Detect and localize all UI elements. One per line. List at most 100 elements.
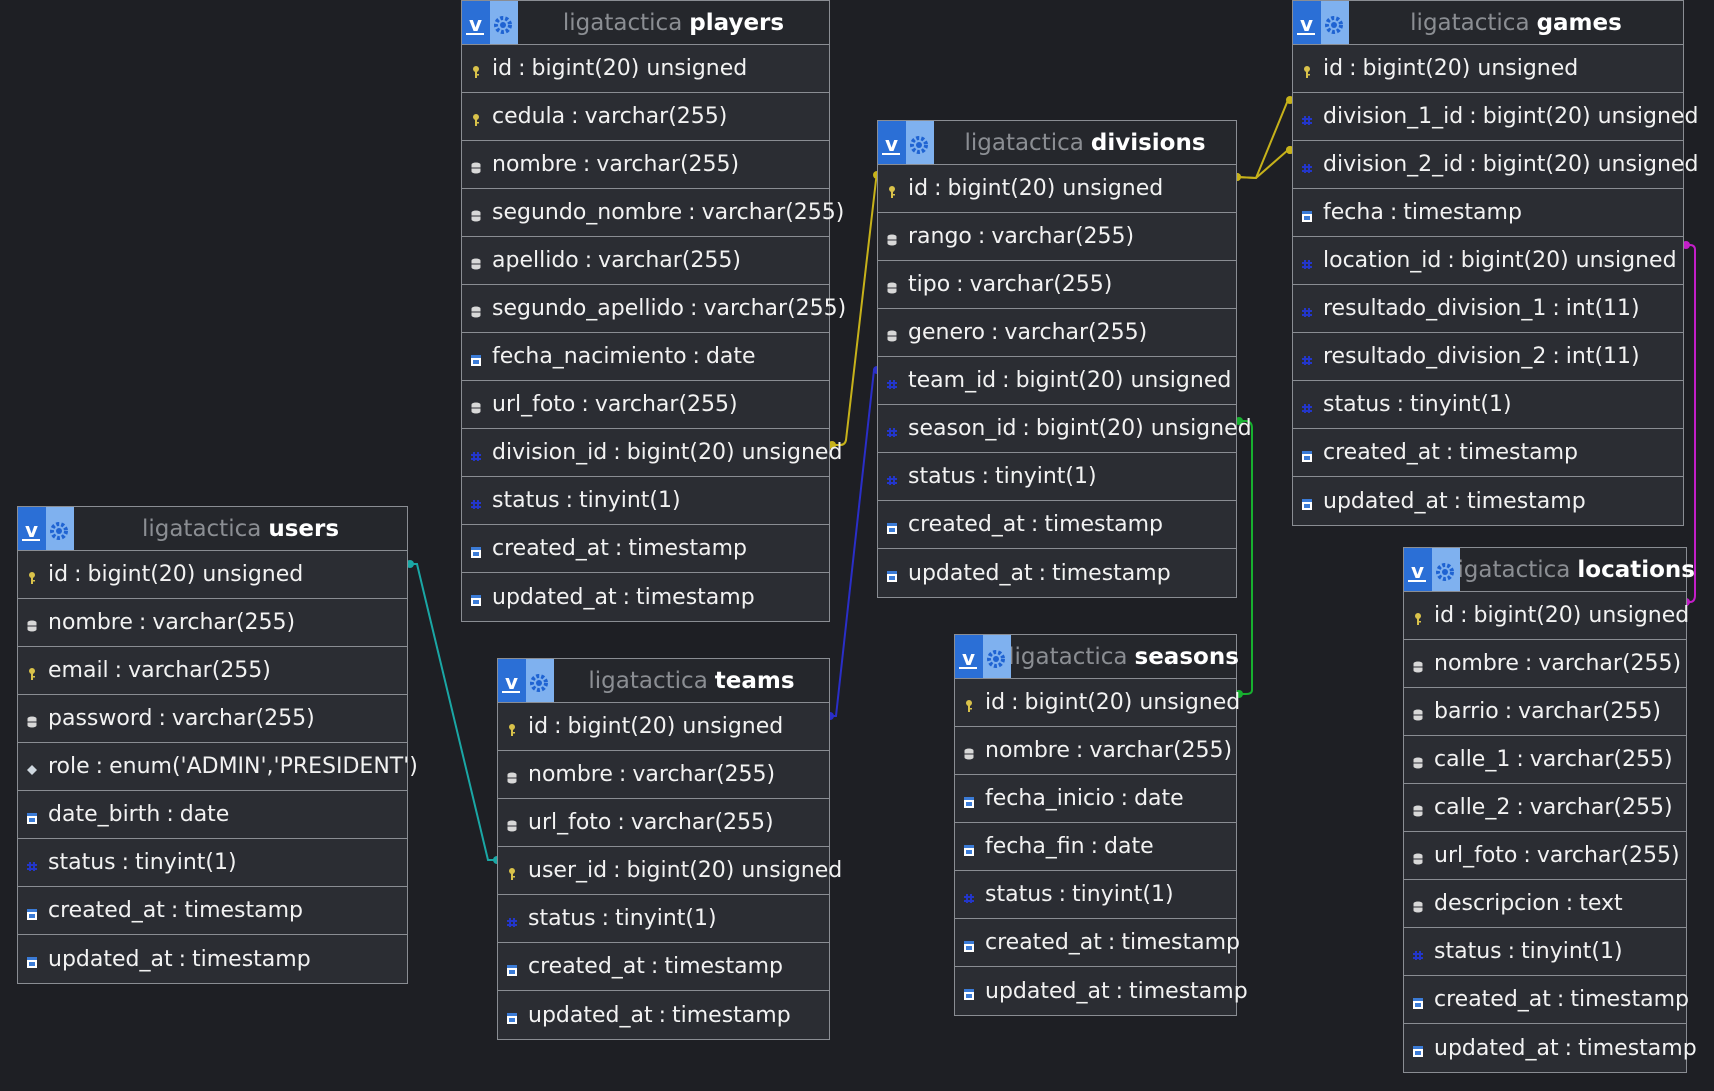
field-row[interactable]: segundo_nombre:varchar(255) bbox=[462, 189, 844, 237]
date-icon bbox=[1302, 499, 1312, 510]
field-row[interactable]: id:bigint(20) unsigned bbox=[18, 551, 407, 599]
field-separator: : bbox=[991, 320, 999, 345]
field-row[interactable]: nombre:varchar(255) bbox=[1404, 640, 1686, 688]
field-row[interactable]: resultado_division_1:int(11) bbox=[1293, 285, 1683, 333]
field-row[interactable]: tipo:varchar(255) bbox=[878, 261, 1236, 309]
field-row[interactable]: calle_2:varchar(255) bbox=[1404, 784, 1686, 832]
field-row[interactable]: password:varchar(255) bbox=[18, 695, 407, 743]
field-row[interactable]: fecha:timestamp bbox=[1293, 189, 1683, 237]
table-name: seasons bbox=[1134, 643, 1239, 670]
field-row[interactable]: id:bigint(20) unsigned bbox=[462, 45, 829, 93]
field-row[interactable]: id:bigint(20) unsigned bbox=[955, 679, 1240, 727]
field-separator: : bbox=[138, 610, 147, 635]
field-name: created_at bbox=[48, 898, 165, 923]
field-row[interactable]: division_2_id:bigint(20) unsigned bbox=[1293, 141, 1698, 189]
field-type: date bbox=[705, 344, 756, 369]
field-row[interactable]: status:tinyint(1) bbox=[498, 895, 829, 943]
field-type: tinyint(1) bbox=[1521, 939, 1623, 964]
field-row[interactable]: barrio:varchar(255) bbox=[1404, 688, 1686, 736]
relation-line-divisions-id-to-games-division_2_id[interactable] bbox=[1236, 149, 1292, 180]
field-row[interactable]: updated_at:timestamp bbox=[462, 573, 829, 621]
field-row[interactable]: nombre:varchar(255) bbox=[498, 751, 829, 799]
key-icon bbox=[1415, 612, 1421, 625]
field-row[interactable]: nombre:varchar(255) bbox=[955, 727, 1236, 775]
field-row[interactable]: fecha_inicio:date bbox=[955, 775, 1236, 823]
date-icon bbox=[471, 595, 481, 606]
field-row[interactable]: descripcion:text bbox=[1404, 880, 1686, 928]
field-row[interactable]: nombre:varchar(255) bbox=[18, 599, 407, 647]
field-row[interactable]: email:varchar(255) bbox=[18, 647, 407, 695]
field-row[interactable]: url_foto:varchar(255) bbox=[498, 799, 829, 847]
field-row[interactable]: created_at:timestamp bbox=[18, 887, 407, 935]
field-row[interactable]: updated_at:timestamp bbox=[1404, 1024, 1697, 1072]
string-icon bbox=[887, 282, 897, 293]
field-row[interactable]: url_foto:varchar(255) bbox=[1404, 832, 1686, 880]
field-row[interactable]: id:bigint(20) unsigned bbox=[1293, 45, 1683, 93]
field-row[interactable]: date_birth:date bbox=[18, 791, 407, 839]
field-type: timestamp bbox=[672, 1002, 791, 1028]
field-row[interactable]: cedula:varchar(255) bbox=[462, 93, 829, 141]
field-row[interactable]: created_at:timestamp bbox=[498, 943, 829, 991]
field-type: date bbox=[1134, 786, 1184, 811]
field-row[interactable]: role:enum('ADMIN','PRESIDENT') bbox=[18, 743, 418, 791]
field-row[interactable]: division_1_id:bigint(20) unsigned bbox=[1293, 93, 1698, 141]
field-row[interactable]: updated_at:timestamp bbox=[498, 991, 829, 1039]
field-row[interactable]: status:tinyint(1) bbox=[18, 839, 407, 887]
relation-line-seasons-id-to-divisions-season_id[interactable] bbox=[1237, 420, 1253, 695]
field-row[interactable]: created_at:timestamp bbox=[878, 501, 1236, 549]
field-row[interactable]: fecha_nacimiento:date bbox=[462, 333, 829, 381]
field-row[interactable]: nombre:varchar(255) bbox=[462, 141, 829, 189]
field-row[interactable]: division_id:bigint(20) unsigned bbox=[462, 429, 842, 477]
number-icon bbox=[1302, 355, 1312, 365]
relation-line-divisions-id-to-games-division_1_id[interactable] bbox=[1236, 99, 1292, 180]
field-row[interactable]: created_at:timestamp bbox=[1404, 976, 1689, 1024]
field-row[interactable]: team_id:bigint(20) unsigned bbox=[878, 357, 1236, 405]
svg-text:v: v bbox=[885, 132, 898, 156]
field-type: bigint(20) unsigned bbox=[531, 56, 748, 81]
field-type: varchar(255) bbox=[1538, 651, 1682, 676]
field-row[interactable]: status:tinyint(1) bbox=[1404, 928, 1686, 976]
field-row[interactable]: created_at:timestamp bbox=[462, 525, 829, 573]
field-row[interactable]: fecha_fin:date bbox=[955, 823, 1236, 871]
field-row[interactable]: apellido:varchar(255) bbox=[462, 237, 829, 285]
field-row[interactable]: season_id:bigint(20) unsigned bbox=[878, 405, 1252, 453]
field-row[interactable]: location_id:bigint(20) unsigned bbox=[1293, 237, 1683, 285]
field-row[interactable]: status:tinyint(1) bbox=[955, 871, 1236, 919]
relation-line-teams-id-to-divisions-team_id[interactable] bbox=[830, 369, 877, 717]
field-row[interactable]: updated_at:timestamp bbox=[878, 549, 1236, 597]
field-row[interactable]: updated_at:timestamp bbox=[1293, 477, 1683, 525]
field-row[interactable]: segundo_apellido:varchar(255) bbox=[462, 285, 846, 333]
field-row[interactable]: id:bigint(20) unsigned bbox=[1404, 592, 1689, 640]
field-row[interactable]: resultado_division_2:int(11) bbox=[1293, 333, 1683, 381]
field-row[interactable]: calle_1:varchar(255) bbox=[1404, 736, 1686, 784]
field-row[interactable]: status:tinyint(1) bbox=[462, 477, 829, 525]
field-row[interactable]: status:tinyint(1) bbox=[878, 453, 1236, 501]
field-row[interactable]: updated_at:timestamp bbox=[955, 967, 1248, 1015]
field-row[interactable]: id:bigint(20) unsigned bbox=[498, 703, 829, 751]
field-row[interactable]: genero:varchar(255) bbox=[878, 309, 1236, 357]
field-row[interactable]: status:tinyint(1) bbox=[1293, 381, 1683, 429]
field-row[interactable]: rango:varchar(255) bbox=[878, 213, 1236, 261]
field-type: varchar(255) bbox=[1004, 320, 1148, 345]
field-row[interactable]: id:bigint(20) unsigned bbox=[878, 165, 1236, 213]
field-row[interactable]: created_at:timestamp bbox=[1293, 429, 1683, 477]
field-name: barrio bbox=[1434, 699, 1499, 724]
field-row[interactable]: created_at:timestamp bbox=[955, 919, 1240, 967]
field-row[interactable]: updated_at:timestamp bbox=[18, 935, 407, 983]
field-row[interactable]: url_foto:varchar(255) bbox=[462, 381, 829, 429]
field-row[interactable]: user_id:bigint(20) unsigned bbox=[498, 847, 842, 895]
